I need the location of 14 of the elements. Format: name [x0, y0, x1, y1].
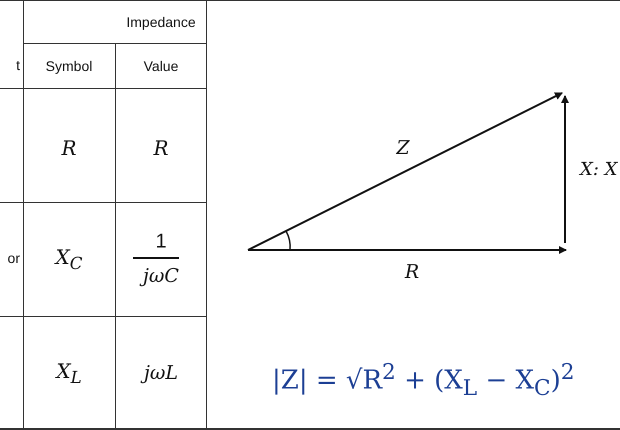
table-cell: R: [61, 136, 77, 160]
column-header: Value: [144, 58, 178, 74]
row-header: t: [15, 57, 20, 73]
vector-label: X: X: [580, 159, 618, 180]
vector-label: Z: [396, 137, 410, 159]
table-cell: X$_{C}$: [56, 245, 82, 273]
fraction-numerator: 1: [155, 230, 167, 254]
column-header: Impedance: [126, 14, 196, 30]
vector-label: R: [404, 261, 420, 283]
column-header: Symbol: [46, 58, 92, 74]
table-cell: R: [153, 136, 169, 160]
table-cell: X$_{L}$: [56, 359, 82, 387]
row-header: or: [6, 250, 20, 266]
impedance-formula: |Z| = √R$^{2}$ + (X$_{L}$ − X$_{C}$)$^{2}$: [272, 360, 575, 401]
